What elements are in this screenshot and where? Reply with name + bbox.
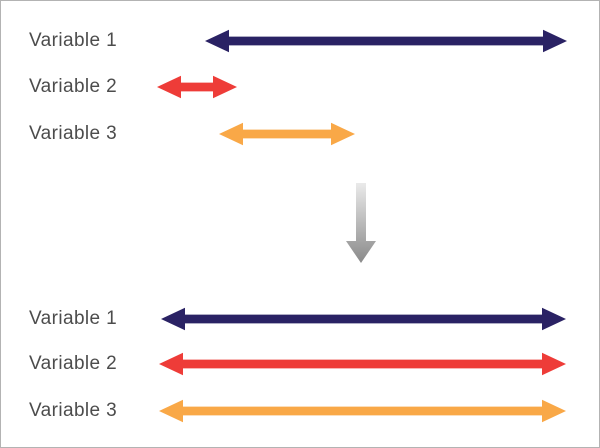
variable-label: Variable 2 — [29, 353, 118, 374]
top-variable-row-1: Variable 1 — [1, 29, 599, 53]
double-arrow — [159, 399, 566, 423]
top-variable-row-2: Variable 2 — [1, 75, 599, 99]
bottom-variable-row-3: Variable 3 — [1, 399, 599, 423]
transform-down-arrow-icon — [346, 183, 376, 263]
double-arrow — [219, 122, 355, 146]
bottom-variable-row-2: Variable 2 — [1, 352, 599, 376]
variable-label: Variable 3 — [29, 123, 118, 144]
top-variable-row-3: Variable 3 — [1, 122, 599, 146]
variable-label: Variable 2 — [29, 76, 118, 97]
variable-label: Variable 1 — [29, 308, 118, 329]
variable-label: Variable 3 — [29, 400, 118, 421]
double-arrow — [205, 29, 567, 53]
double-arrow — [157, 75, 237, 99]
bottom-variable-row-1: Variable 1 — [1, 307, 599, 331]
variable-label: Variable 1 — [29, 30, 118, 51]
double-arrow — [159, 352, 566, 376]
double-arrow — [161, 307, 566, 331]
